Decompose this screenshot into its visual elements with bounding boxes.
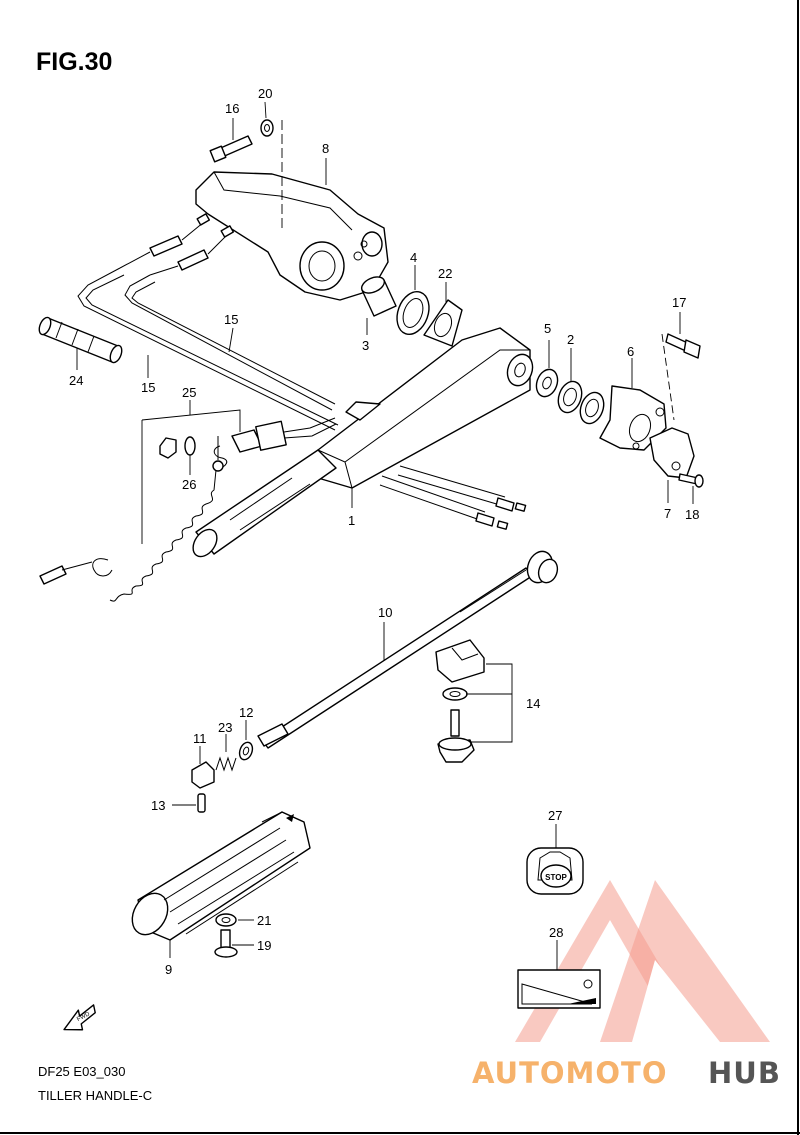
callout-7: 7	[664, 506, 671, 521]
callout-16: 16	[225, 101, 239, 116]
part-18-screw	[678, 473, 704, 488]
stop-label: STOP	[545, 873, 567, 882]
callout-26: 26	[182, 477, 196, 492]
callout-11: 11	[193, 731, 207, 746]
callout-8: 8	[322, 141, 329, 156]
callout-27: 27	[548, 808, 562, 823]
figure-title: FIG.30	[36, 48, 113, 76]
part-2-bushing	[557, 380, 605, 425]
part-21-toothed-washer	[215, 913, 237, 927]
callout-3: 3	[362, 338, 369, 353]
callout-22: 22	[438, 266, 452, 281]
part-14-cable-clamp	[435, 639, 485, 763]
part-7-plate	[649, 427, 695, 479]
callout-1: 1	[348, 513, 355, 528]
part-23-spring	[215, 756, 237, 772]
callout-9: 9	[165, 962, 172, 977]
part-25-nut	[159, 437, 177, 459]
callout-28: 28	[549, 925, 563, 940]
watermark-logo	[515, 880, 770, 1042]
callout-15-upper: 15	[224, 312, 238, 327]
callout-5: 5	[544, 321, 551, 336]
callout-24: 24	[69, 373, 83, 388]
callout-17: 17	[672, 295, 686, 310]
callout-2: 2	[567, 332, 574, 347]
callout-23: 23	[218, 720, 232, 735]
part-15-throttle-cables	[77, 213, 527, 530]
callout-6: 6	[627, 344, 634, 359]
part-26-lock-washer	[184, 436, 196, 456]
part-17-bolt	[665, 333, 701, 359]
callout-10: 10	[378, 605, 392, 620]
callout-25: 25	[182, 385, 196, 400]
part-25-stop-switch-assembly	[39, 417, 337, 602]
watermark-brand-2: HUB	[708, 1056, 781, 1090]
callout-12: 12	[239, 705, 253, 720]
callout-21: 21	[257, 913, 271, 928]
watermark-brand-1: AUTOMOTO	[472, 1056, 668, 1090]
part-19-screw	[214, 929, 238, 958]
callout-numbers: 1 2 3 4 5 6 7 8 9 10 11 12 13 14 15 15 1…	[69, 86, 699, 977]
part-4-ring	[396, 290, 430, 336]
part-24-grip	[38, 316, 123, 364]
callout-15-lower: 15	[141, 380, 155, 395]
part-1-tiller-arm	[192, 327, 534, 558]
part-11-nut	[191, 761, 215, 789]
part-20-washer	[260, 119, 274, 137]
part-22-plate	[423, 299, 463, 347]
part-5-washer	[535, 368, 559, 398]
part-10-throttle-shaft	[257, 550, 559, 749]
part-3-bushing	[360, 276, 397, 317]
part-16-bolt	[209, 135, 253, 163]
forward-arrow-icon: FWD	[63, 1004, 96, 1031]
part-12-collar	[238, 741, 254, 761]
callout-4: 4	[410, 250, 417, 265]
callout-13: 13	[151, 798, 165, 813]
callout-14: 14	[526, 696, 540, 711]
part-6-friction-block	[599, 385, 667, 451]
part-13-pin	[197, 793, 206, 813]
callout-19: 19	[257, 938, 271, 953]
part-8-tiller-bracket	[195, 171, 389, 301]
diagram-caption: TILLER HANDLE-C	[38, 1088, 153, 1103]
part-27-stop-button: STOP	[526, 847, 584, 895]
part-28-decal	[517, 969, 601, 1009]
diagram-code: DF25 E03_030	[38, 1064, 126, 1079]
part-9-throttle-grip	[131, 811, 311, 941]
callout-18: 18	[685, 507, 699, 522]
callout-20: 20	[258, 86, 272, 101]
